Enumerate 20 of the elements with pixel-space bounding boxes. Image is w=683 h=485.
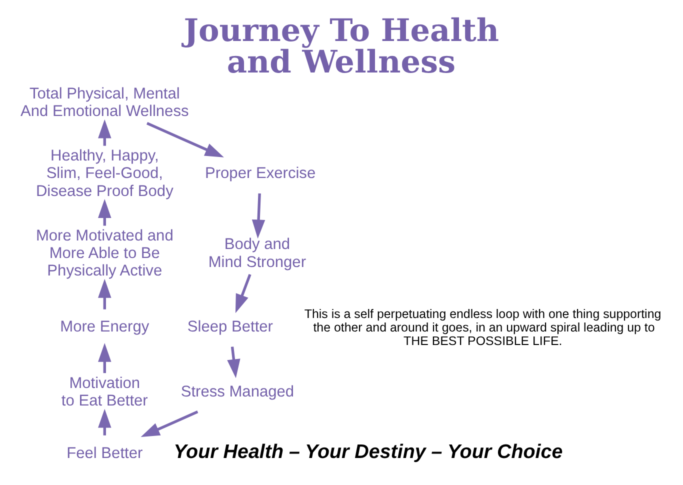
node-text: More Energy	[60, 318, 150, 336]
arrow	[98, 278, 112, 309]
node-text: Motivation to Eat Better	[61, 374, 148, 409]
arrow	[252, 192, 266, 238]
arrow	[98, 342, 112, 373]
arrow	[227, 346, 240, 378]
arrow	[235, 273, 252, 313]
node-text: More Motivated and More Able to Be Physically Active	[36, 226, 174, 280]
node-text: Total Physical, Mental And Emotional Wellness	[20, 84, 189, 120]
node-text: Healthy, Happy, Slim, Feel-Good, Disease Proof Body	[36, 147, 174, 200]
node-text: Feel Better	[66, 444, 143, 462]
diagram-title: Journey To Health and Wellness	[184, 12, 500, 80]
label: Your Health – Your Destiny – Your Choice	[174, 440, 563, 463]
node-text: Body and Mind Stronger	[208, 236, 306, 270]
arrow	[146, 122, 224, 157]
node-text: Sleep Better	[187, 318, 273, 336]
arrow	[140, 410, 198, 437]
node-text: Stress Managed	[180, 383, 294, 400]
label: This is a self perpetuating endless loop with one thing supporting the other and around it goes, in an upward spiral leading up to THE BEST POSSIBLE LIFE.	[304, 306, 662, 348]
node-text: Proper Exercise	[204, 164, 316, 182]
